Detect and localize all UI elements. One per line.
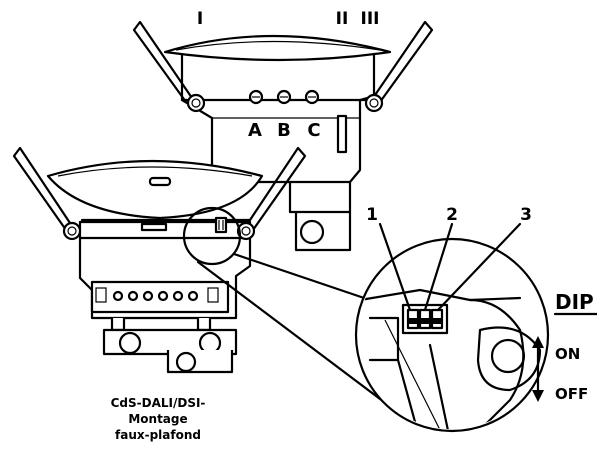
leader-3	[436, 222, 522, 312]
clip-label-iii: III	[361, 9, 380, 29]
dip-heading: DIP	[555, 290, 594, 314]
dip-number-3: 3	[520, 205, 532, 225]
leader-2	[423, 222, 454, 312]
on-off-arrow	[532, 336, 544, 402]
leader-1	[378, 222, 412, 312]
on-label: ON	[555, 345, 580, 363]
potentiometer-a	[248, 89, 264, 105]
caption-line-2: Montage	[128, 412, 187, 426]
caption-line-1: CdS-DALI/DSI-	[111, 396, 206, 410]
clip-label-i: I	[197, 9, 203, 29]
zoom-line-bottom	[196, 260, 410, 422]
dip-switch-block	[401, 303, 449, 335]
potentiometer-c	[304, 89, 320, 105]
caption-line-3: faux-plafond	[115, 428, 201, 442]
dip-number-1: 1	[366, 205, 378, 225]
pot-label-c: C	[307, 120, 320, 141]
pot-label-a: A	[248, 120, 262, 141]
upper-module	[132, 20, 434, 252]
potentiometer-b	[276, 89, 292, 105]
terminal-block	[90, 280, 230, 314]
clip-label-ii: II	[336, 9, 349, 29]
pot-label-b: B	[277, 120, 291, 141]
dip-detail-circle	[354, 222, 550, 433]
zoom-line-top	[232, 252, 372, 302]
zoom-source-circle	[182, 206, 242, 266]
lower-module	[12, 146, 307, 374]
off-label: OFF	[555, 385, 588, 403]
dip-number-2: 2	[446, 205, 458, 225]
